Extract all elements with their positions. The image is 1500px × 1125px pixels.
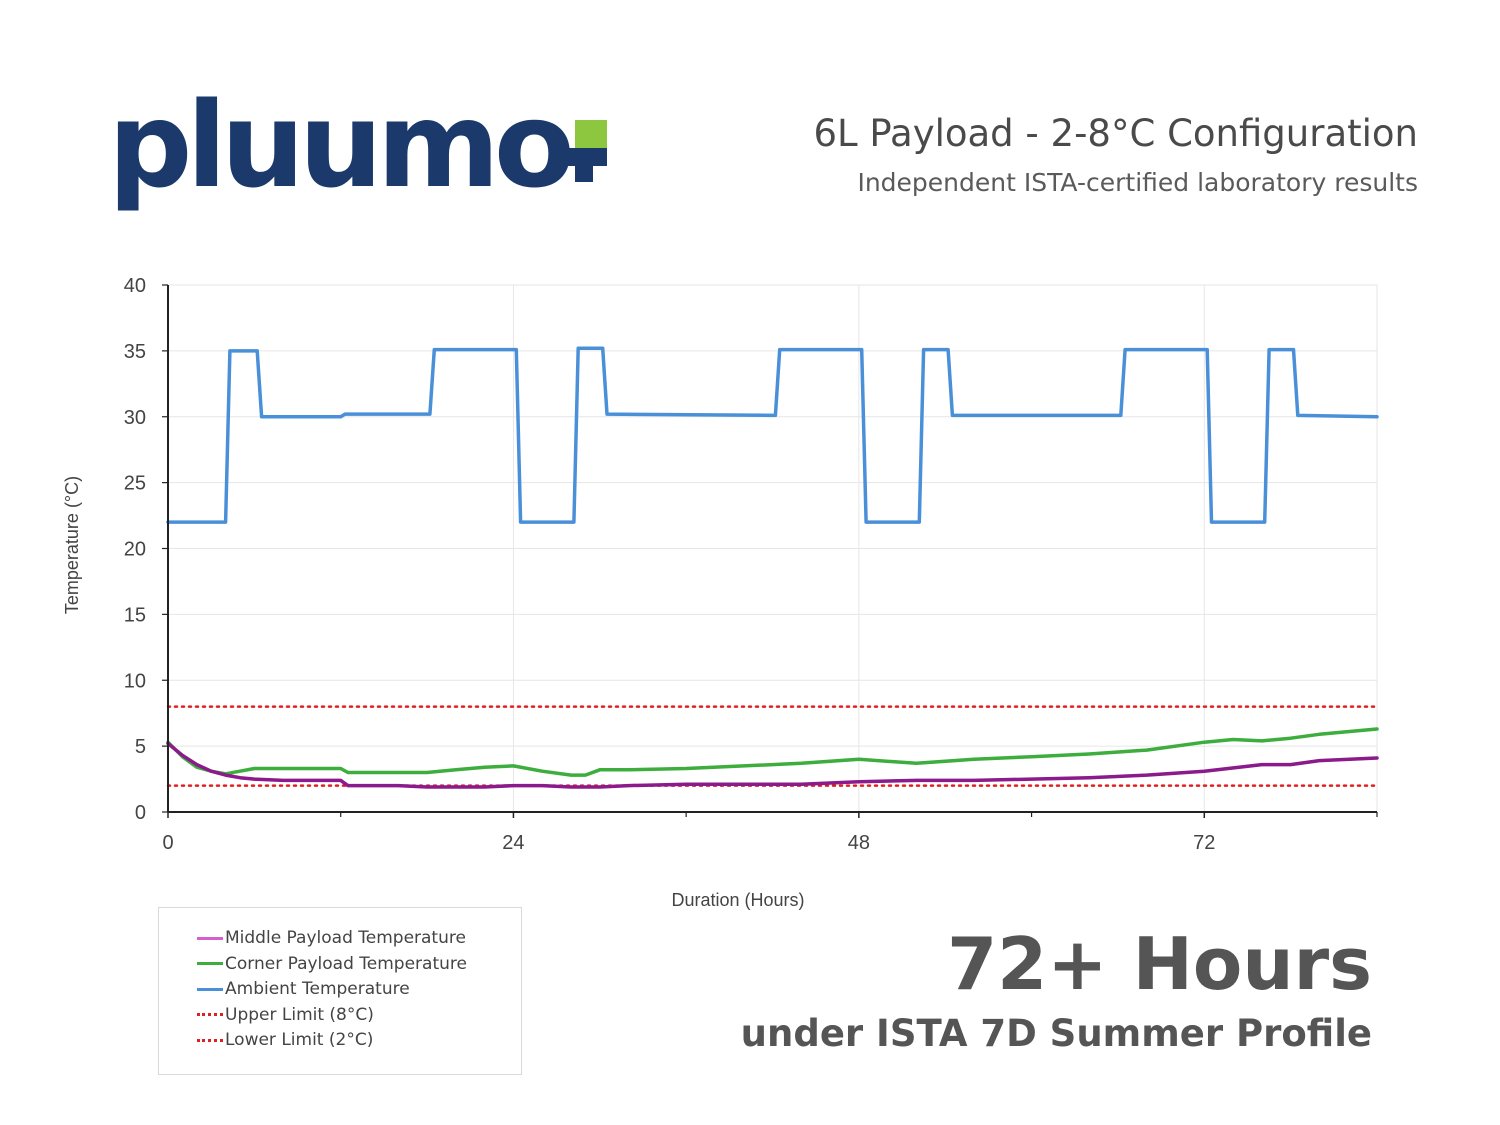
legend-swatch — [197, 987, 223, 991]
pluumo-logo-mark: pluumo — [108, 78, 607, 214]
legend-item: Ambient Temperature — [197, 978, 410, 1000]
series-layer — [166, 346, 1379, 789]
x-axis-label: Duration (Hours) — [671, 890, 804, 910]
y-tick-label: 35 — [124, 341, 146, 363]
axis-layer: 0 5 10 15 20 25 30 35 40 0 24 48 72 — [124, 275, 1378, 854]
y-tick-label: 40 — [124, 275, 146, 297]
y-tick-label: 30 — [124, 407, 146, 429]
temperature-chart: 0 5 10 15 20 25 30 35 40 0 24 48 72 Duration (Hours)… — [62, 275, 1379, 910]
y-tick-label: 5 — [135, 736, 146, 758]
legend-label: Ambient Temperature — [225, 979, 410, 999]
logo-plus-accent — [575, 120, 607, 148]
series-line-corner-payload-temperature — [166, 727, 1379, 777]
y-axis-label: Temperature (°C) — [62, 476, 82, 614]
legend-item: Corner Payload Temperature — [197, 953, 467, 975]
legend-label: Lower Limit (2°C) — [225, 1030, 374, 1050]
x-tick-label: 0 — [162, 832, 173, 854]
x-tick-label: 48 — [848, 832, 870, 854]
series-line-ambient-temperature — [166, 346, 1379, 524]
legend-swatch — [197, 1038, 223, 1042]
headline-duration: 72+ Hours — [947, 922, 1372, 1006]
legend-swatch — [197, 1013, 223, 1016]
legend-label: Corner Payload Temperature — [225, 953, 467, 974]
logo-wordmark: pluumo — [108, 78, 570, 214]
series-line-middle-payload-temperature — [166, 741, 1379, 789]
page-subtitle: Independent ISTA-certified laboratory re… — [857, 168, 1418, 197]
y-tick-label: 15 — [124, 604, 146, 626]
grid-layer — [168, 284, 1378, 812]
headline-profile: under ISTA 7D Summer Profile — [740, 1012, 1372, 1055]
legend-swatch — [197, 936, 223, 940]
y-tick-label: 0 — [135, 802, 146, 824]
pluumo-logo: pluumo — [108, 78, 618, 223]
legend-item: Middle Payload Temperature — [197, 927, 466, 949]
legend-label: Upper Limit (8°C) — [225, 1004, 374, 1025]
legend-swatch — [197, 962, 223, 965]
y-tick-label: 20 — [124, 539, 146, 561]
y-tick-label: 10 — [124, 670, 146, 692]
legend-label: Middle Payload Temperature — [225, 928, 466, 948]
legend-item: Upper Limit (8°C) — [197, 1004, 374, 1026]
x-tick-label: 24 — [502, 832, 524, 854]
x-tick-label: 72 — [1193, 832, 1215, 854]
legend-item: Lower Limit (2°C) — [197, 1029, 373, 1051]
page-title: 6L Payload - 2-8°C Configuration — [813, 112, 1418, 155]
y-tick-label: 25 — [124, 473, 146, 495]
